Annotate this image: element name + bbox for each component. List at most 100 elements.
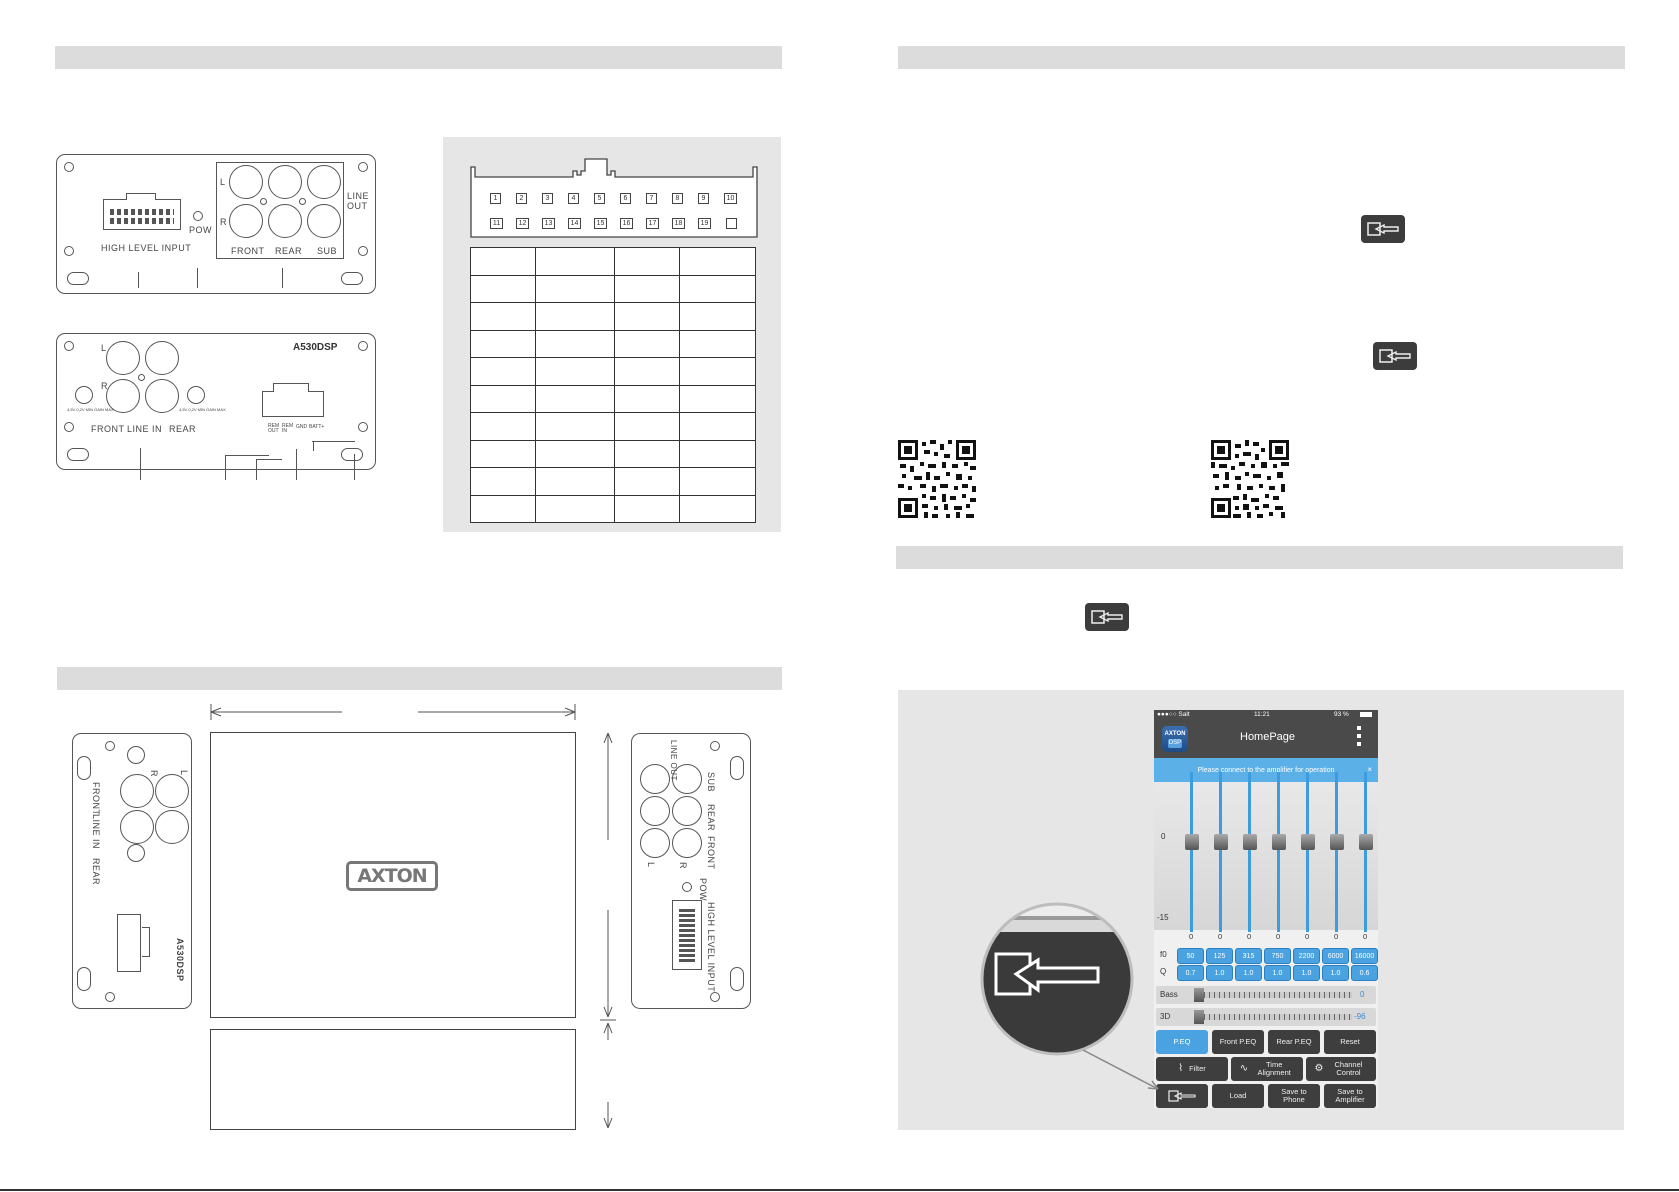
- band-slider[interactable]: [1356, 772, 1376, 932]
- mount-hole: [710, 741, 720, 751]
- pow-label: POW: [698, 878, 708, 901]
- save-to-amplifier-button[interactable]: Save to Amplifier: [1324, 1084, 1376, 1108]
- load-button[interactable]: Load: [1212, 1084, 1264, 1108]
- table-row: [470, 384, 756, 413]
- band-gain: 0: [1334, 932, 1339, 941]
- height-dimension-arrows: [600, 732, 616, 1129]
- pow-label: POW: [189, 225, 212, 235]
- bass-slider[interactable]: [1194, 992, 1352, 998]
- more-menu-icon[interactable]: [1357, 726, 1361, 750]
- app-header: AXTON DSP HomePage: [1154, 720, 1378, 758]
- pin: 12: [516, 218, 529, 229]
- q-button[interactable]: 1.0: [1264, 965, 1291, 981]
- rca-jack: [640, 828, 670, 858]
- f0-button[interactable]: 16000: [1351, 948, 1378, 964]
- tab-rear-peq[interactable]: Rear P.EQ: [1268, 1030, 1320, 1054]
- exit-button[interactable]: [1156, 1084, 1208, 1108]
- tab-peq[interactable]: P.EQ: [1156, 1030, 1208, 1054]
- band-gain: 0: [1363, 932, 1368, 941]
- f0-button[interactable]: 125: [1206, 948, 1233, 964]
- mount-hole: [358, 422, 368, 432]
- f0-button[interactable]: 50: [1177, 948, 1204, 964]
- save-to-phone-button[interactable]: Save to Phone: [1268, 1084, 1320, 1108]
- section-bar-app-download: [898, 46, 1625, 69]
- f0-button[interactable]: 750: [1264, 948, 1291, 964]
- mount-hole: [64, 162, 74, 172]
- rca-jack-sub-right: [307, 204, 341, 238]
- q-button[interactable]: 1.0: [1322, 965, 1349, 981]
- f0-button[interactable]: 315: [1235, 948, 1262, 964]
- leader-line: [140, 448, 141, 480]
- q-button[interactable]: 0.6: [1351, 965, 1378, 981]
- channel-control-button[interactable]: ⚙Channel Control: [1306, 1057, 1376, 1081]
- q-button[interactable]: 1.0: [1293, 965, 1320, 981]
- front-label: FRONT: [706, 836, 716, 870]
- gain-scale-right: 4,5V 0,2V MIN GAIN MAX: [179, 407, 226, 412]
- terminal-batt: BATT+: [309, 424, 325, 430]
- rca-jack: [672, 828, 702, 858]
- time-alignment-button[interactable]: ∿Time Alignment: [1231, 1057, 1303, 1081]
- leader-line: [312, 441, 355, 442]
- pin: 8: [672, 193, 683, 204]
- rca-jack: [672, 764, 702, 794]
- band-gain-values: 0 0 0 0 0 0 0: [1182, 932, 1378, 942]
- q-button[interactable]: 1.0: [1206, 965, 1233, 981]
- qr-code-ios: [1211, 440, 1289, 518]
- pin: 17: [646, 218, 659, 229]
- bass-slider-knob[interactable]: [1194, 988, 1204, 1002]
- pin-row-bottom: 11 12 13 14 15 16 17 18 19: [490, 218, 750, 230]
- band-slider[interactable]: [1298, 772, 1318, 932]
- band-slider[interactable]: [1327, 772, 1347, 932]
- bass-label: Bass: [1160, 990, 1178, 999]
- band-gain: 0: [1218, 932, 1223, 941]
- section-bar-app-usage: [896, 546, 1623, 569]
- line-in-jack-rear-left: [145, 341, 179, 375]
- band-slider[interactable]: [1269, 772, 1289, 932]
- model-label: A530DSP: [175, 938, 185, 982]
- right-channel-label: R: [220, 217, 227, 227]
- leader-line: [138, 272, 139, 288]
- pin: 18: [672, 218, 685, 229]
- pin: 13: [542, 218, 555, 229]
- qr-code-android: [898, 440, 976, 518]
- left-label: L: [179, 770, 189, 776]
- terminal-gnd: GND: [296, 424, 308, 430]
- band-slider[interactable]: [1211, 772, 1231, 932]
- rear-label: REAR: [706, 804, 716, 832]
- pin: 10: [724, 193, 737, 204]
- rca-jack: [640, 796, 670, 826]
- page-bottom-rule: [0, 1189, 1679, 1191]
- band-slider[interactable]: [1240, 772, 1260, 932]
- mount-hole: [105, 741, 115, 751]
- rear-panel-diagram: A530DSP L R 4,5V 0,2V MIN GAIN MAX 4,5V …: [56, 333, 376, 470]
- threed-slider[interactable]: [1194, 1014, 1352, 1020]
- pin: 2: [516, 193, 527, 204]
- q-button[interactable]: 1.0: [1235, 965, 1262, 981]
- leader-line: [256, 459, 257, 480]
- tab-front-peq[interactable]: Front P.EQ: [1212, 1030, 1264, 1054]
- page-title: HomePage: [1240, 731, 1296, 743]
- width-dimension-arrow: [210, 704, 576, 720]
- status-carrier: ●●●○○ Salt: [1157, 711, 1190, 718]
- front-label: FRONT: [91, 782, 101, 816]
- line-out-block: [216, 162, 344, 259]
- band-slider[interactable]: [1182, 772, 1202, 932]
- f0-button[interactable]: 2200: [1293, 948, 1320, 964]
- threed-slider-knob[interactable]: [1194, 1010, 1204, 1024]
- waveform-icon: ∿: [1239, 1063, 1249, 1074]
- gain-scale-left: 4,5V 0,2V MIN GAIN MAX: [67, 407, 114, 412]
- pin: 9: [698, 193, 709, 204]
- f0-button[interactable]: 6000: [1322, 948, 1349, 964]
- close-icon[interactable]: ×: [1367, 765, 1372, 774]
- app-screen: ●●●○○ Salt 11:21 93 % AXTON DSP HomePage…: [1154, 710, 1378, 1108]
- screw: [299, 198, 306, 205]
- gain-knob-right: [187, 386, 205, 404]
- mount-slot: [730, 967, 744, 991]
- rca-jack-rear-right: [268, 204, 302, 238]
- table-row: [470, 357, 756, 386]
- filter-button[interactable]: ⌇Filter: [1156, 1057, 1228, 1081]
- q-button[interactable]: 0.7: [1177, 965, 1204, 981]
- reset-button[interactable]: Reset: [1324, 1030, 1376, 1054]
- eq-sliders[interactable]: [1182, 772, 1373, 932]
- bass-value: 0: [1360, 990, 1365, 999]
